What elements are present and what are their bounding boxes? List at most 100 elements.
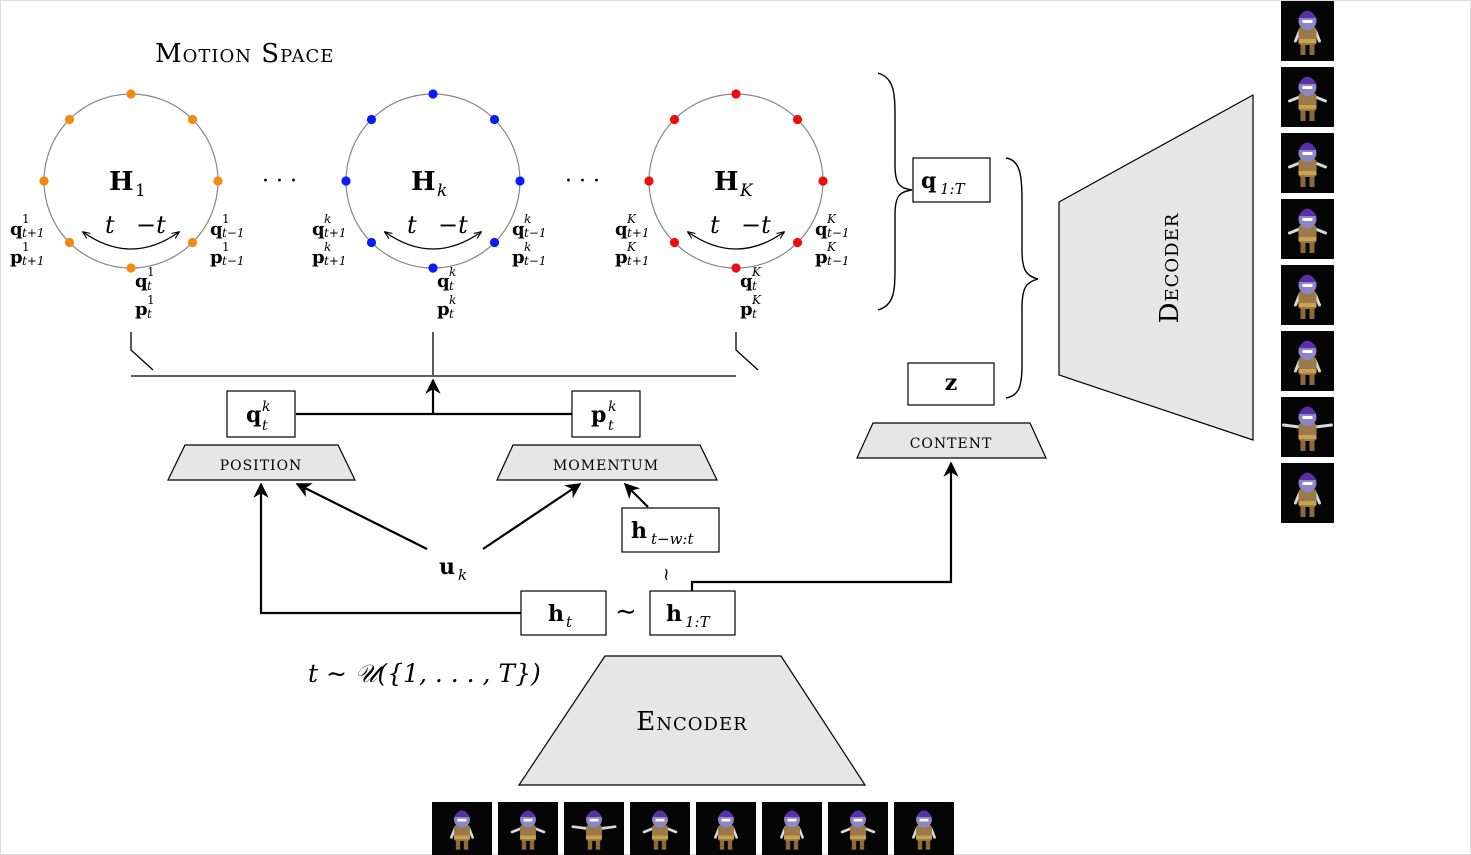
merge-line-left [130,332,154,371]
arrow-label-t: t [710,211,720,239]
state-dot [792,237,803,248]
output-frame-4 [1281,199,1334,259]
output-frame-2 [1281,67,1334,127]
encoder-module: Encoder [517,655,867,786]
p-next-main: p [615,247,628,268]
output-frames-column [1281,1,1334,523]
sampling-formula: t ∼ 𝒰({1, . . . , T}) [308,659,541,688]
output-frame-3 [1281,133,1334,193]
state-dot [428,263,438,273]
q-now-main: q [740,271,753,292]
q-now-main: q [135,271,148,292]
p-now-sup: 1 [147,293,155,307]
p-prev-main: p [815,247,828,268]
state-dot [213,176,223,186]
p-next-sup: K [626,240,637,254]
p-next-sub: t+1 [22,254,45,268]
state-dot [366,114,377,125]
input-frames-row [432,802,954,855]
input-frame-7 [828,802,888,855]
state-dot [818,176,828,186]
h-1T-main: h [666,601,682,627]
state-dot [515,176,525,186]
p-next-main: p [10,247,23,268]
u-k-main: u [439,554,455,580]
state-dot [792,114,803,125]
q-t-k-box: q k t [226,390,296,438]
circles-brace [877,72,913,311]
q-prev-sub: t−1 [827,226,850,240]
q-prev-main: q [210,219,223,240]
motion-space-title: Motion Space [155,39,334,69]
decoder-input-brace [1005,157,1039,399]
state-dot [64,237,75,248]
state-dot [126,89,136,99]
q-next-main: q [615,219,628,240]
p-prev-main: p [512,247,525,268]
p-now-sub: t [147,307,152,321]
p-prev-sup: K [826,240,837,254]
hypersphere-label-main: H [714,167,739,197]
state-dot [187,237,198,248]
position-label: position [220,451,303,475]
ellipsis-right: · · · [565,169,600,194]
z-label: z [945,370,958,396]
hypersphere-label-main: H [411,167,436,197]
p-now-sup: k [449,293,456,307]
state-dot [644,176,654,186]
p-now-main: p [740,299,753,320]
p-next-sub: t+1 [324,254,347,268]
q-now-main: q [437,271,450,292]
state-dot [669,237,680,248]
q-prev-sup: k [524,212,531,226]
q-now-sup: K [751,265,762,279]
p-next-sub: t+1 [627,254,650,268]
q-1T-box: q 1:T [912,157,991,203]
h-1T-sub: 1:T [685,613,711,631]
u-k-sub: k [458,566,467,584]
output-frame-5 [1281,265,1334,325]
state-dot [731,89,741,99]
p-prev-sup: 1 [222,240,230,254]
arrow-label-t: t [105,211,115,239]
state-dot [366,237,377,248]
p-prev-main: p [210,247,223,268]
state-dot [341,176,351,186]
output-frame-8 [1281,463,1334,523]
u-k-arrows [253,461,959,615]
h-tw-to-momentum-arrow [623,482,649,508]
h-tw-box: h t−w:t [621,507,720,553]
q-next-sup: K [626,212,637,226]
state-dot [489,114,500,125]
q-t-k-main: q [246,402,261,428]
z-box: z [907,362,995,406]
q-prev-main: q [815,219,828,240]
q-1T-sub: 1:T [940,180,966,198]
decoder-module: Decoder [1058,93,1254,441]
arrow-label-minus-t: −t [136,211,166,239]
q-prev-sup: K [826,212,837,226]
input-frame-3 [564,802,624,855]
q-1T-main: q [921,168,936,194]
arrow-label-minus-t: −t [741,211,771,239]
p-t-k-main: p [591,402,606,428]
p-next-sup: 1 [22,240,30,254]
state-dot [428,89,438,99]
h-t-box: h t [520,590,607,636]
p-prev-sub: t−1 [524,254,547,268]
merge-line-right [735,332,759,371]
q-next-sub: t+1 [627,226,650,240]
time-reversal-arrow [688,232,784,250]
input-frame-1 [432,802,492,855]
merge-lines [130,332,759,377]
q-prev-sub: t−1 [222,226,245,240]
arrow-label-minus-t: −t [438,211,468,239]
hypersphere-label-sub: k [437,181,447,201]
position-module: position [167,444,356,481]
u-k-label: u k [439,554,467,584]
h-t-sub: t [566,613,573,631]
p-now-sub: t [449,307,454,321]
